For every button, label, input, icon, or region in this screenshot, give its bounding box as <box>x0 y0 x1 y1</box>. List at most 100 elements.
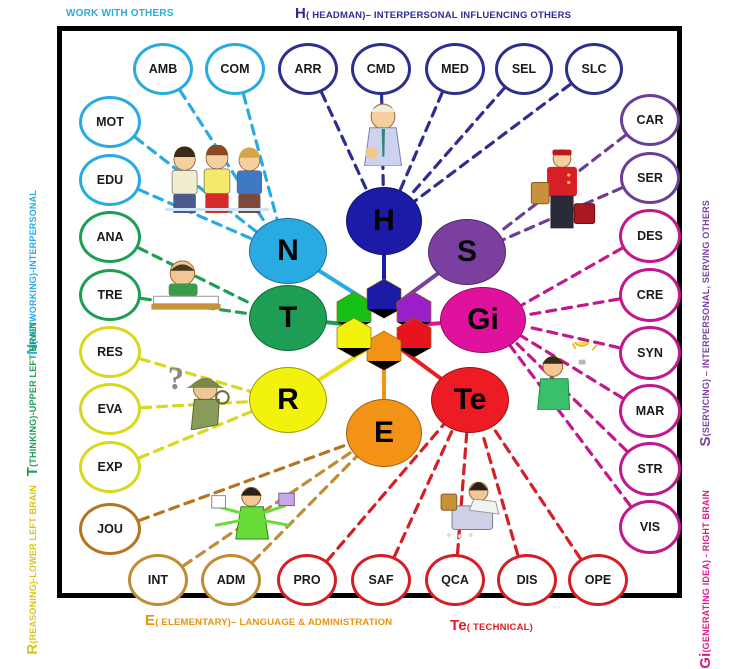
node-label: CMD <box>366 62 396 76</box>
hub-gi[interactable]: Gi <box>440 287 526 353</box>
node-label: DIS <box>516 573 538 587</box>
node-label: EVA <box>97 402 123 416</box>
node-label: MOT <box>96 115 124 129</box>
node-jou[interactable]: JOU <box>79 503 141 555</box>
node-slc[interactable]: SLC <box>565 43 623 95</box>
detective-question-mark-clipart: ? <box>160 361 238 431</box>
node-dis[interactable]: DIS <box>497 554 557 606</box>
caption-thinking-letter: T <box>24 466 41 477</box>
businessman-clipart <box>350 100 416 167</box>
caption-elementary: E( ELEMENTARY)– LANGUAGE & ADMINISTRATIO… <box>145 612 392 630</box>
node-mar[interactable]: MAR <box>619 384 681 438</box>
node-label: QCA <box>441 573 469 587</box>
node-label: SER <box>637 171 663 185</box>
hub-t[interactable]: T <box>249 285 327 351</box>
caption-reasoning-text: (REASONING)-LOWER LEFT BRAIN <box>28 485 38 644</box>
hexagon-2 <box>366 278 402 319</box>
node-label: AMB <box>148 62 178 76</box>
node-ser[interactable]: SER <box>620 152 680 204</box>
node-syn[interactable]: SYN <box>619 326 681 380</box>
reader-at-desk-clipart <box>150 258 222 316</box>
hub-label: Gi <box>467 303 499 336</box>
node-label: ANA <box>96 230 124 244</box>
caption-thinking-text: (THINKING)-UPPER LEFT BRAIN <box>28 322 38 467</box>
node-label: EDU <box>96 173 124 187</box>
hub-label: R <box>277 383 299 416</box>
node-label: SYN <box>637 346 663 360</box>
hub-e[interactable]: E <box>346 399 422 467</box>
caption-thinking: T(THINKING)-UPPER LEFT BRAIN <box>24 322 42 476</box>
caption-headman-letter: H <box>295 5 307 22</box>
hub-te[interactable]: Te <box>431 367 509 433</box>
node-mot[interactable]: MOT <box>79 96 141 148</box>
hub-h[interactable]: H <box>346 187 422 255</box>
node-str[interactable]: STR <box>619 442 681 496</box>
hub-r[interactable]: R <box>249 367 327 433</box>
hexagon-5 <box>366 330 402 371</box>
node-cre[interactable]: CRE <box>619 268 681 322</box>
node-tre[interactable]: TRE <box>79 269 141 321</box>
node-label: MED <box>441 62 469 76</box>
node-ana[interactable]: ANA <box>79 211 141 263</box>
node-com[interactable]: COM <box>205 43 265 95</box>
caption-servicing: S(SERVICING) – INTERPERSONAL, SERVING OT… <box>697 200 715 447</box>
node-label: TRE <box>97 288 123 302</box>
multitasking-clerk-clipart <box>210 482 296 544</box>
node-adm[interactable]: ADM <box>201 554 261 606</box>
hub-n[interactable]: N <box>249 218 327 284</box>
node-label: INT <box>147 573 169 587</box>
caption-work-with-others: WORK WITH OTHERS <box>66 8 174 19</box>
node-label: COM <box>220 62 250 76</box>
node-des[interactable]: DES <box>619 209 681 263</box>
node-label: ARR <box>294 62 322 76</box>
node-label: JOU <box>97 522 123 536</box>
node-ope[interactable]: OPE <box>568 554 628 606</box>
node-label: STR <box>637 462 663 476</box>
node-label: PRO <box>293 573 321 587</box>
node-amb[interactable]: AMB <box>133 43 193 95</box>
node-saf[interactable]: SAF <box>351 554 411 606</box>
node-label: CRE <box>636 288 664 302</box>
node-label: ADM <box>216 573 246 587</box>
node-res[interactable]: RES <box>79 326 141 378</box>
caption-generating-idea-text: (GENERATING IDEA) - RIGHT BRAIN <box>701 490 711 653</box>
node-edu[interactable]: EDU <box>79 154 141 206</box>
node-label: MAR <box>635 404 665 418</box>
node-label: VIS <box>639 520 661 534</box>
caption-technical: Te( TECHNICAL) <box>450 617 533 635</box>
node-label: CAR <box>636 113 664 127</box>
caption-networking-text: (NETWORKING)-INTERPERSONAL <box>28 190 38 344</box>
hub-label: S <box>456 235 477 268</box>
hub-label: H <box>373 204 395 237</box>
caption-servicing-text: (SERVICING) – INTERPERSONAL, SERVING OTH… <box>701 200 711 437</box>
node-eva[interactable]: EVA <box>79 383 141 435</box>
caption-reasoning: R(REASONING)-LOWER LEFT BRAIN <box>24 485 42 655</box>
node-label: DES <box>637 229 663 243</box>
node-car[interactable]: CAR <box>620 94 680 146</box>
node-med[interactable]: MED <box>425 43 485 95</box>
hub-label: E <box>373 416 394 449</box>
node-sel[interactable]: SEL <box>495 43 553 95</box>
node-int[interactable]: INT <box>128 554 188 606</box>
caption-reasoning-letter: R <box>24 643 41 655</box>
node-pro[interactable]: PRO <box>277 554 337 606</box>
hexagon-4 <box>396 317 432 358</box>
hub-s[interactable]: S <box>428 219 506 285</box>
node-qca[interactable]: QCA <box>425 554 485 606</box>
node-label: SLC <box>581 62 607 76</box>
idea-lightbulb-person-clipart <box>527 328 603 411</box>
technician-at-machine-clipart <box>438 478 516 540</box>
caption-technical-text: ( TECHNICAL) <box>466 622 534 633</box>
node-vis[interactable]: VIS <box>619 500 681 554</box>
node-label: RES <box>97 345 123 359</box>
caption-generating-idea: Gi(GENERATING IDEA) - RIGHT BRAIN <box>697 490 715 669</box>
node-label: SEL <box>511 62 537 76</box>
caption-elementary-letter: E <box>145 612 156 629</box>
bellhop-porter-clipart <box>528 148 596 230</box>
caption-headman: H( HEADMAN)– INTERPERSONAL INFLUENCING O… <box>295 5 571 23</box>
svg-text:?: ? <box>168 362 184 397</box>
hub-label: T <box>278 301 298 334</box>
node-arr[interactable]: ARR <box>278 43 338 95</box>
node-cmd[interactable]: CMD <box>351 43 411 95</box>
node-exp[interactable]: EXP <box>79 441 141 493</box>
